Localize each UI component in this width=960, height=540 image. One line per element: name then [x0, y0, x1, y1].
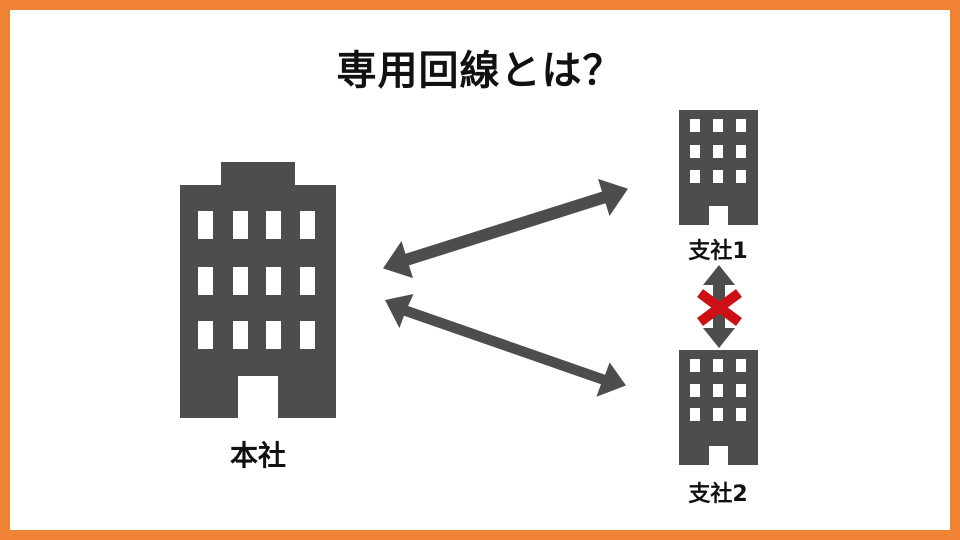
hq-branch1-double-arrow-icon: [383, 178, 628, 279]
branch1-building-icon: [679, 110, 758, 225]
branch2-building-icon: [679, 350, 758, 465]
cross-icon: [697, 288, 742, 327]
headquarters-label: 本社: [229, 439, 286, 472]
slide-title: 専用回線とは？: [336, 48, 624, 94]
headquarters-building-icon: [180, 162, 336, 418]
branch1-label: 支社1: [688, 239, 748, 264]
hq-branch2-double-arrow-icon: [385, 294, 626, 397]
branch2-label: 支社2: [688, 482, 748, 507]
